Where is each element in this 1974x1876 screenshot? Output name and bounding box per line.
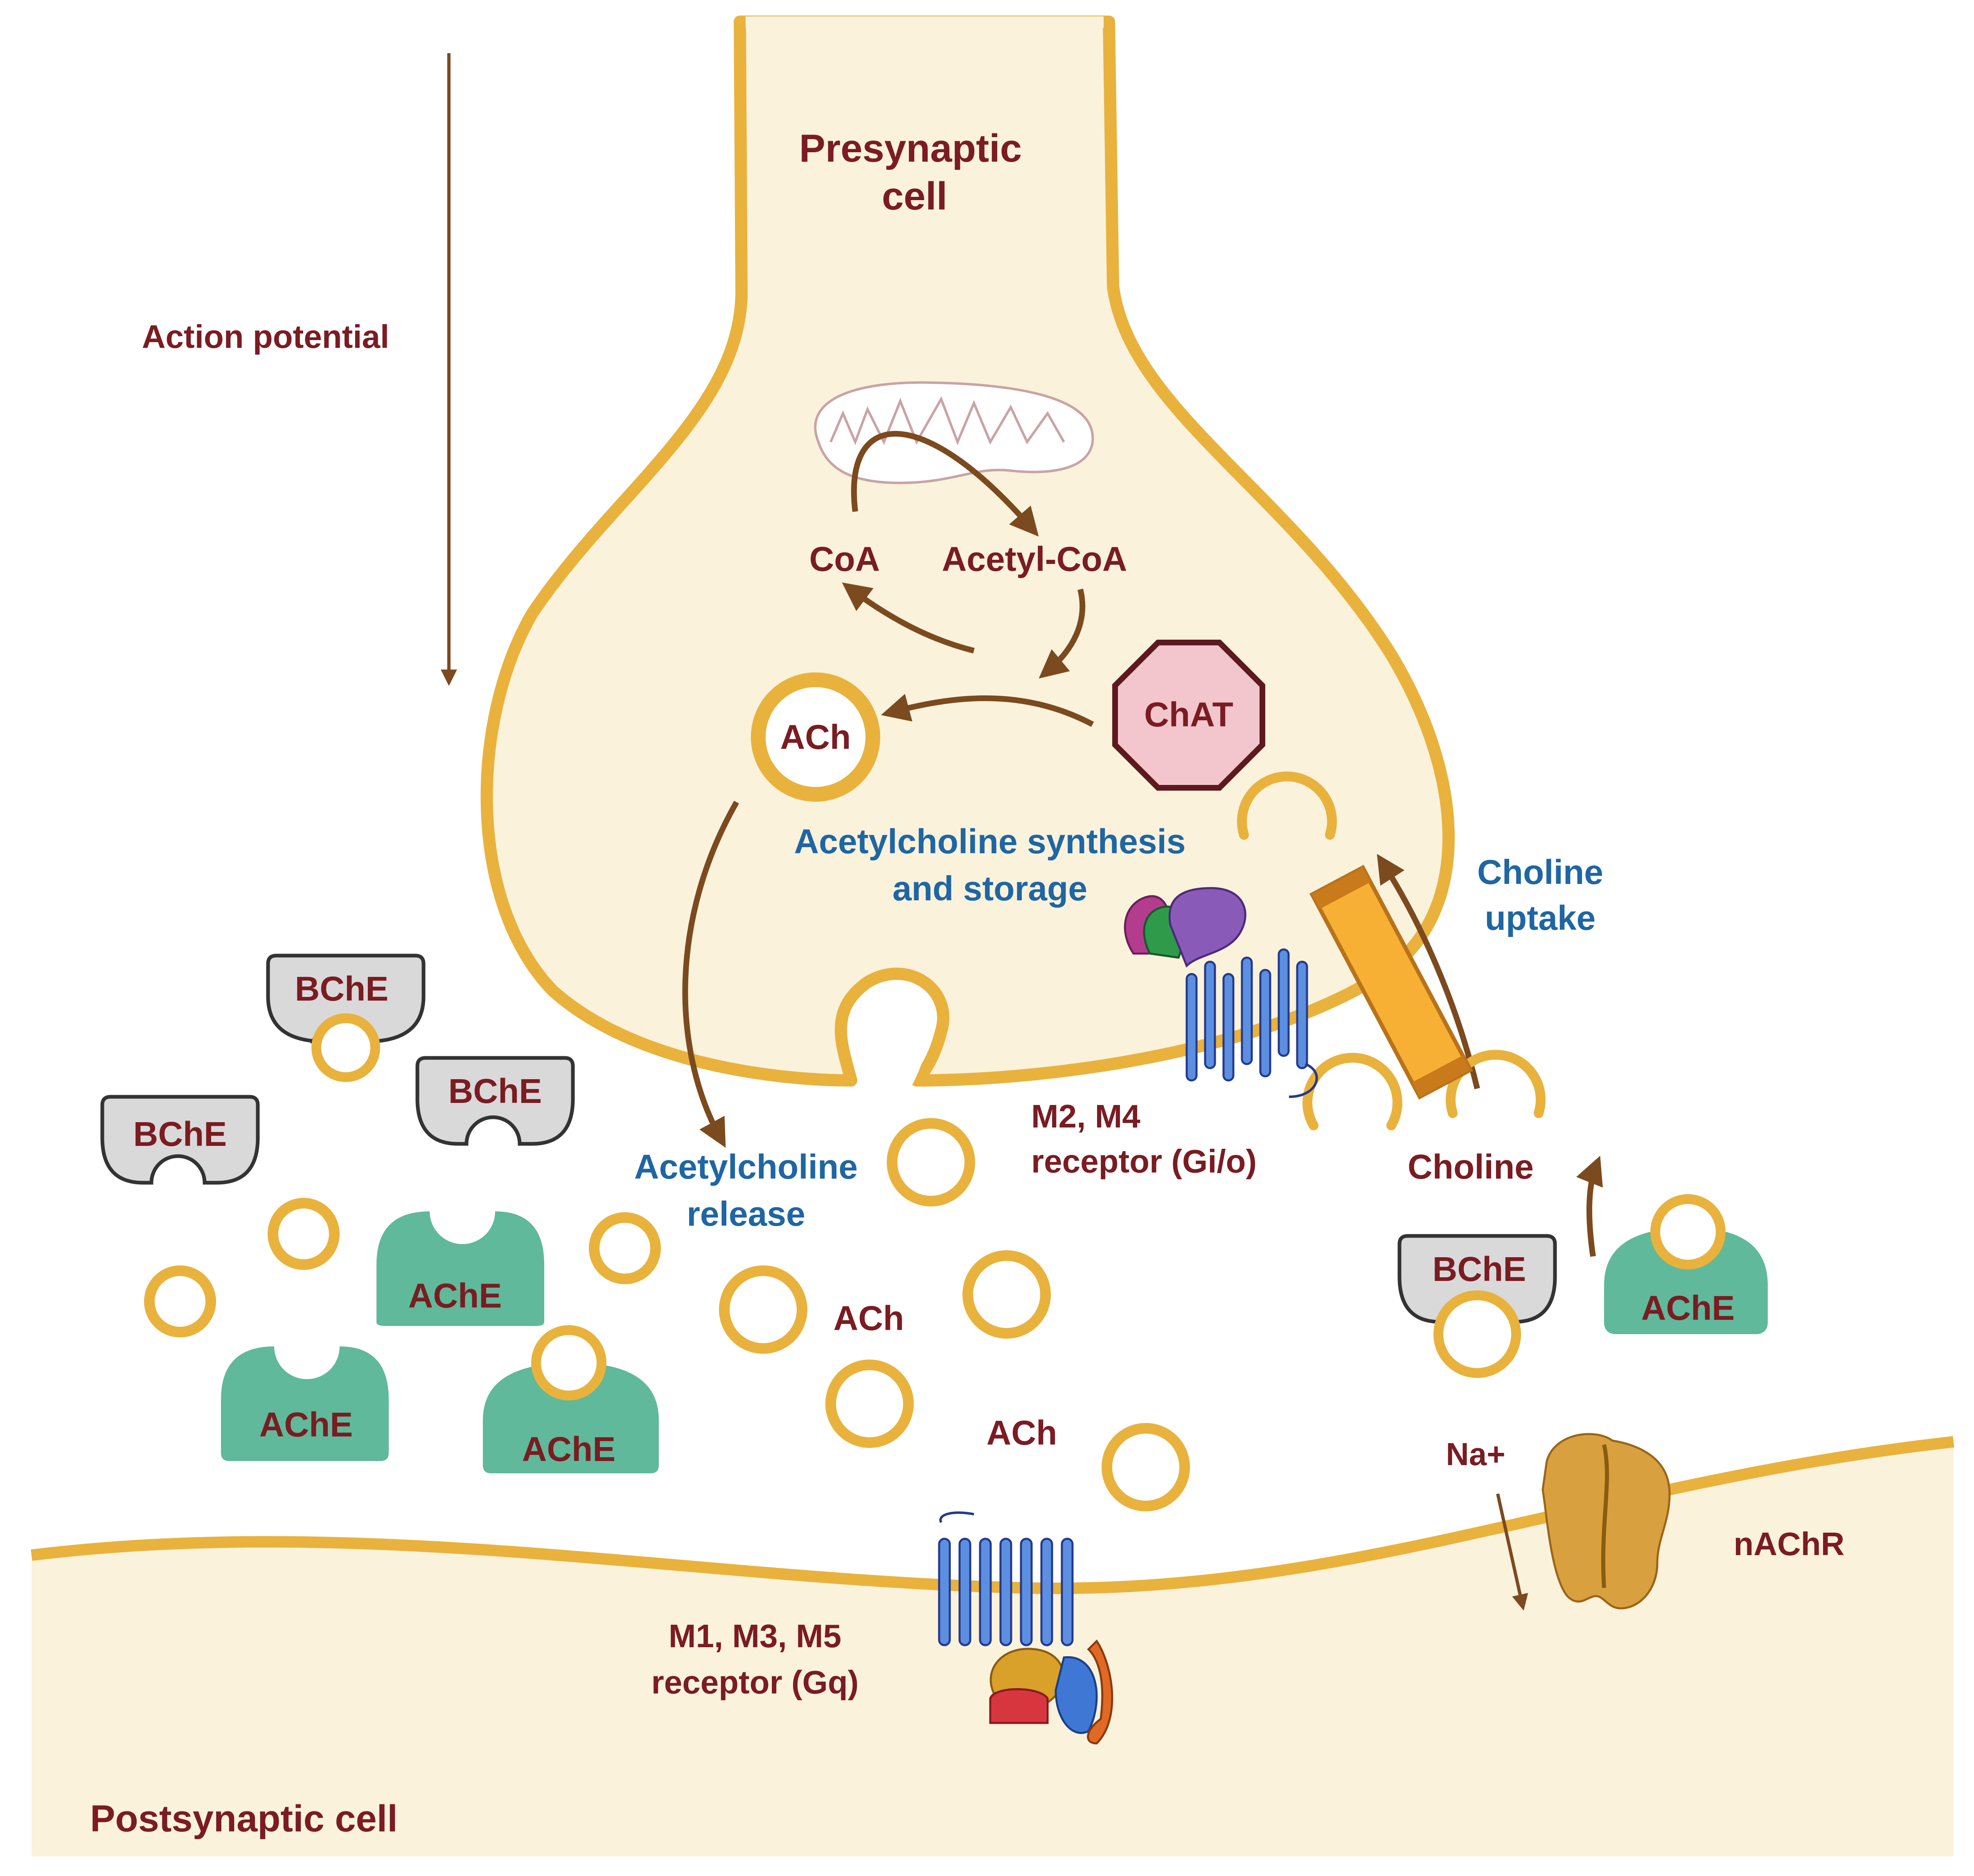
ach-molecule [589, 1212, 661, 1284]
ach-molecule [144, 1265, 216, 1337]
ache-enzyme [376, 1211, 544, 1326]
ach-vesicle [751, 672, 880, 802]
fusion-pore [856, 989, 931, 1085]
ache-enzyme [483, 1363, 659, 1473]
ach-molecule [719, 1265, 807, 1354]
coa-to-acetylcoa-arrow [851, 431, 1039, 537]
ache-to-choline-arrow [1576, 1155, 1603, 1257]
bche-enzyme [415, 1056, 575, 1146]
choline-uptake-label-line1: Choline [1477, 853, 1603, 891]
ach-molecule [825, 1360, 914, 1448]
chat-to-ach-arrow [881, 694, 1094, 727]
ache-label: AChE [259, 1405, 353, 1444]
m2-m4-receptor-icon [1124, 887, 1318, 1098]
synthesis-label-line1: Acetylcholine synthesis [794, 822, 1185, 861]
ache-enzymes [221, 1211, 1768, 1473]
bound-ach [311, 1013, 1521, 1378]
nachr-channel-icon [1541, 1433, 1671, 1610]
choline-molecule [1446, 1050, 1546, 1118]
arrows [441, 53, 1603, 1611]
ach-molecule [962, 1250, 1051, 1339]
choline-uptake-label-line2: uptake [1485, 899, 1596, 937]
bound-ach-ache [531, 1194, 1726, 1400]
to-coa-arrow [842, 582, 975, 654]
bche-label: BChE [295, 970, 389, 1008]
ache-enzyme [221, 1346, 389, 1461]
m2-m4-label-line1: M2, M4 [1031, 1098, 1140, 1134]
release-label-line2: release [687, 1195, 805, 1233]
ach-cleft-label-2: ACh [987, 1414, 1057, 1452]
postsynaptic-label: Postsynaptic cell [90, 1798, 398, 1840]
choline-molecules [1237, 771, 1546, 1130]
acetyl-coa-label: Acetyl-CoA [942, 540, 1127, 578]
ach-molecule [887, 1118, 975, 1206]
ach-cleft-label-1: ACh [834, 1299, 904, 1337]
action-potential-label: Action potential [142, 318, 389, 355]
choline-molecule [1237, 771, 1337, 840]
chat-enzyme [1112, 640, 1265, 791]
presynaptic-label-line1: Presynaptic [799, 126, 1022, 170]
nachr-label: nAChR [1733, 1526, 1844, 1562]
ache-label: AChE [522, 1430, 616, 1468]
ache-label: AChE [1641, 1289, 1735, 1327]
release-label-line1: Acetylcholine [634, 1148, 858, 1186]
presynaptic-label-line2: cell [882, 174, 947, 218]
bche-enzyme [1397, 1234, 1557, 1324]
ach-vesicle-label: ACh [780, 718, 851, 756]
ach-bound-ache [1650, 1194, 1726, 1269]
ach-bound-bche [1433, 1290, 1521, 1378]
na-label: Na+ [1446, 1436, 1505, 1472]
choline-uptake-arrow [1377, 854, 1480, 1089]
synthesis-label-line2: and storage [892, 869, 1087, 908]
ach-bound-bche [311, 1013, 380, 1082]
bche-enzymes [100, 954, 1557, 1324]
labels: Presynaptic cell Action potential CoA Ac… [90, 126, 1844, 1840]
m1-m3-m5-label-line2: receptor (Gq) [651, 1664, 859, 1700]
bche-enzyme [100, 1095, 260, 1185]
ach-bound-ache [531, 1325, 606, 1400]
choline-transporter [1309, 865, 1474, 1100]
ach-molecule [268, 1198, 340, 1270]
m1-m3-m5-label-line1: M1, M3, M5 [669, 1618, 841, 1654]
choline-molecule [1302, 1053, 1402, 1130]
coa-label: CoA [809, 540, 880, 578]
na-influx-arrow [1496, 1493, 1528, 1611]
mitochondrion-icon [814, 381, 1094, 485]
postsynaptic-cytoplasm [32, 1442, 1954, 1856]
ache-label: AChE [408, 1276, 502, 1315]
ach-molecules [144, 672, 1190, 1511]
m2-m4-label-line2: receptor (Gi/o) [1031, 1143, 1257, 1179]
ache-enzyme [1604, 1228, 1768, 1334]
acetylcoa-to-chat-arrow [1039, 589, 1086, 679]
ach-molecule [1102, 1423, 1190, 1511]
chat-label: ChAT [1144, 695, 1233, 734]
stalk-top [746, 16, 1104, 28]
bche-label: BChE [133, 1115, 227, 1153]
choline-label: Choline [1408, 1148, 1534, 1186]
m1-m3-m5-receptor-icon [938, 1511, 1113, 1745]
bche-label: BChE [448, 1072, 542, 1110]
release-arrow [682, 800, 739, 1148]
bche-label: BChE [1433, 1250, 1526, 1288]
